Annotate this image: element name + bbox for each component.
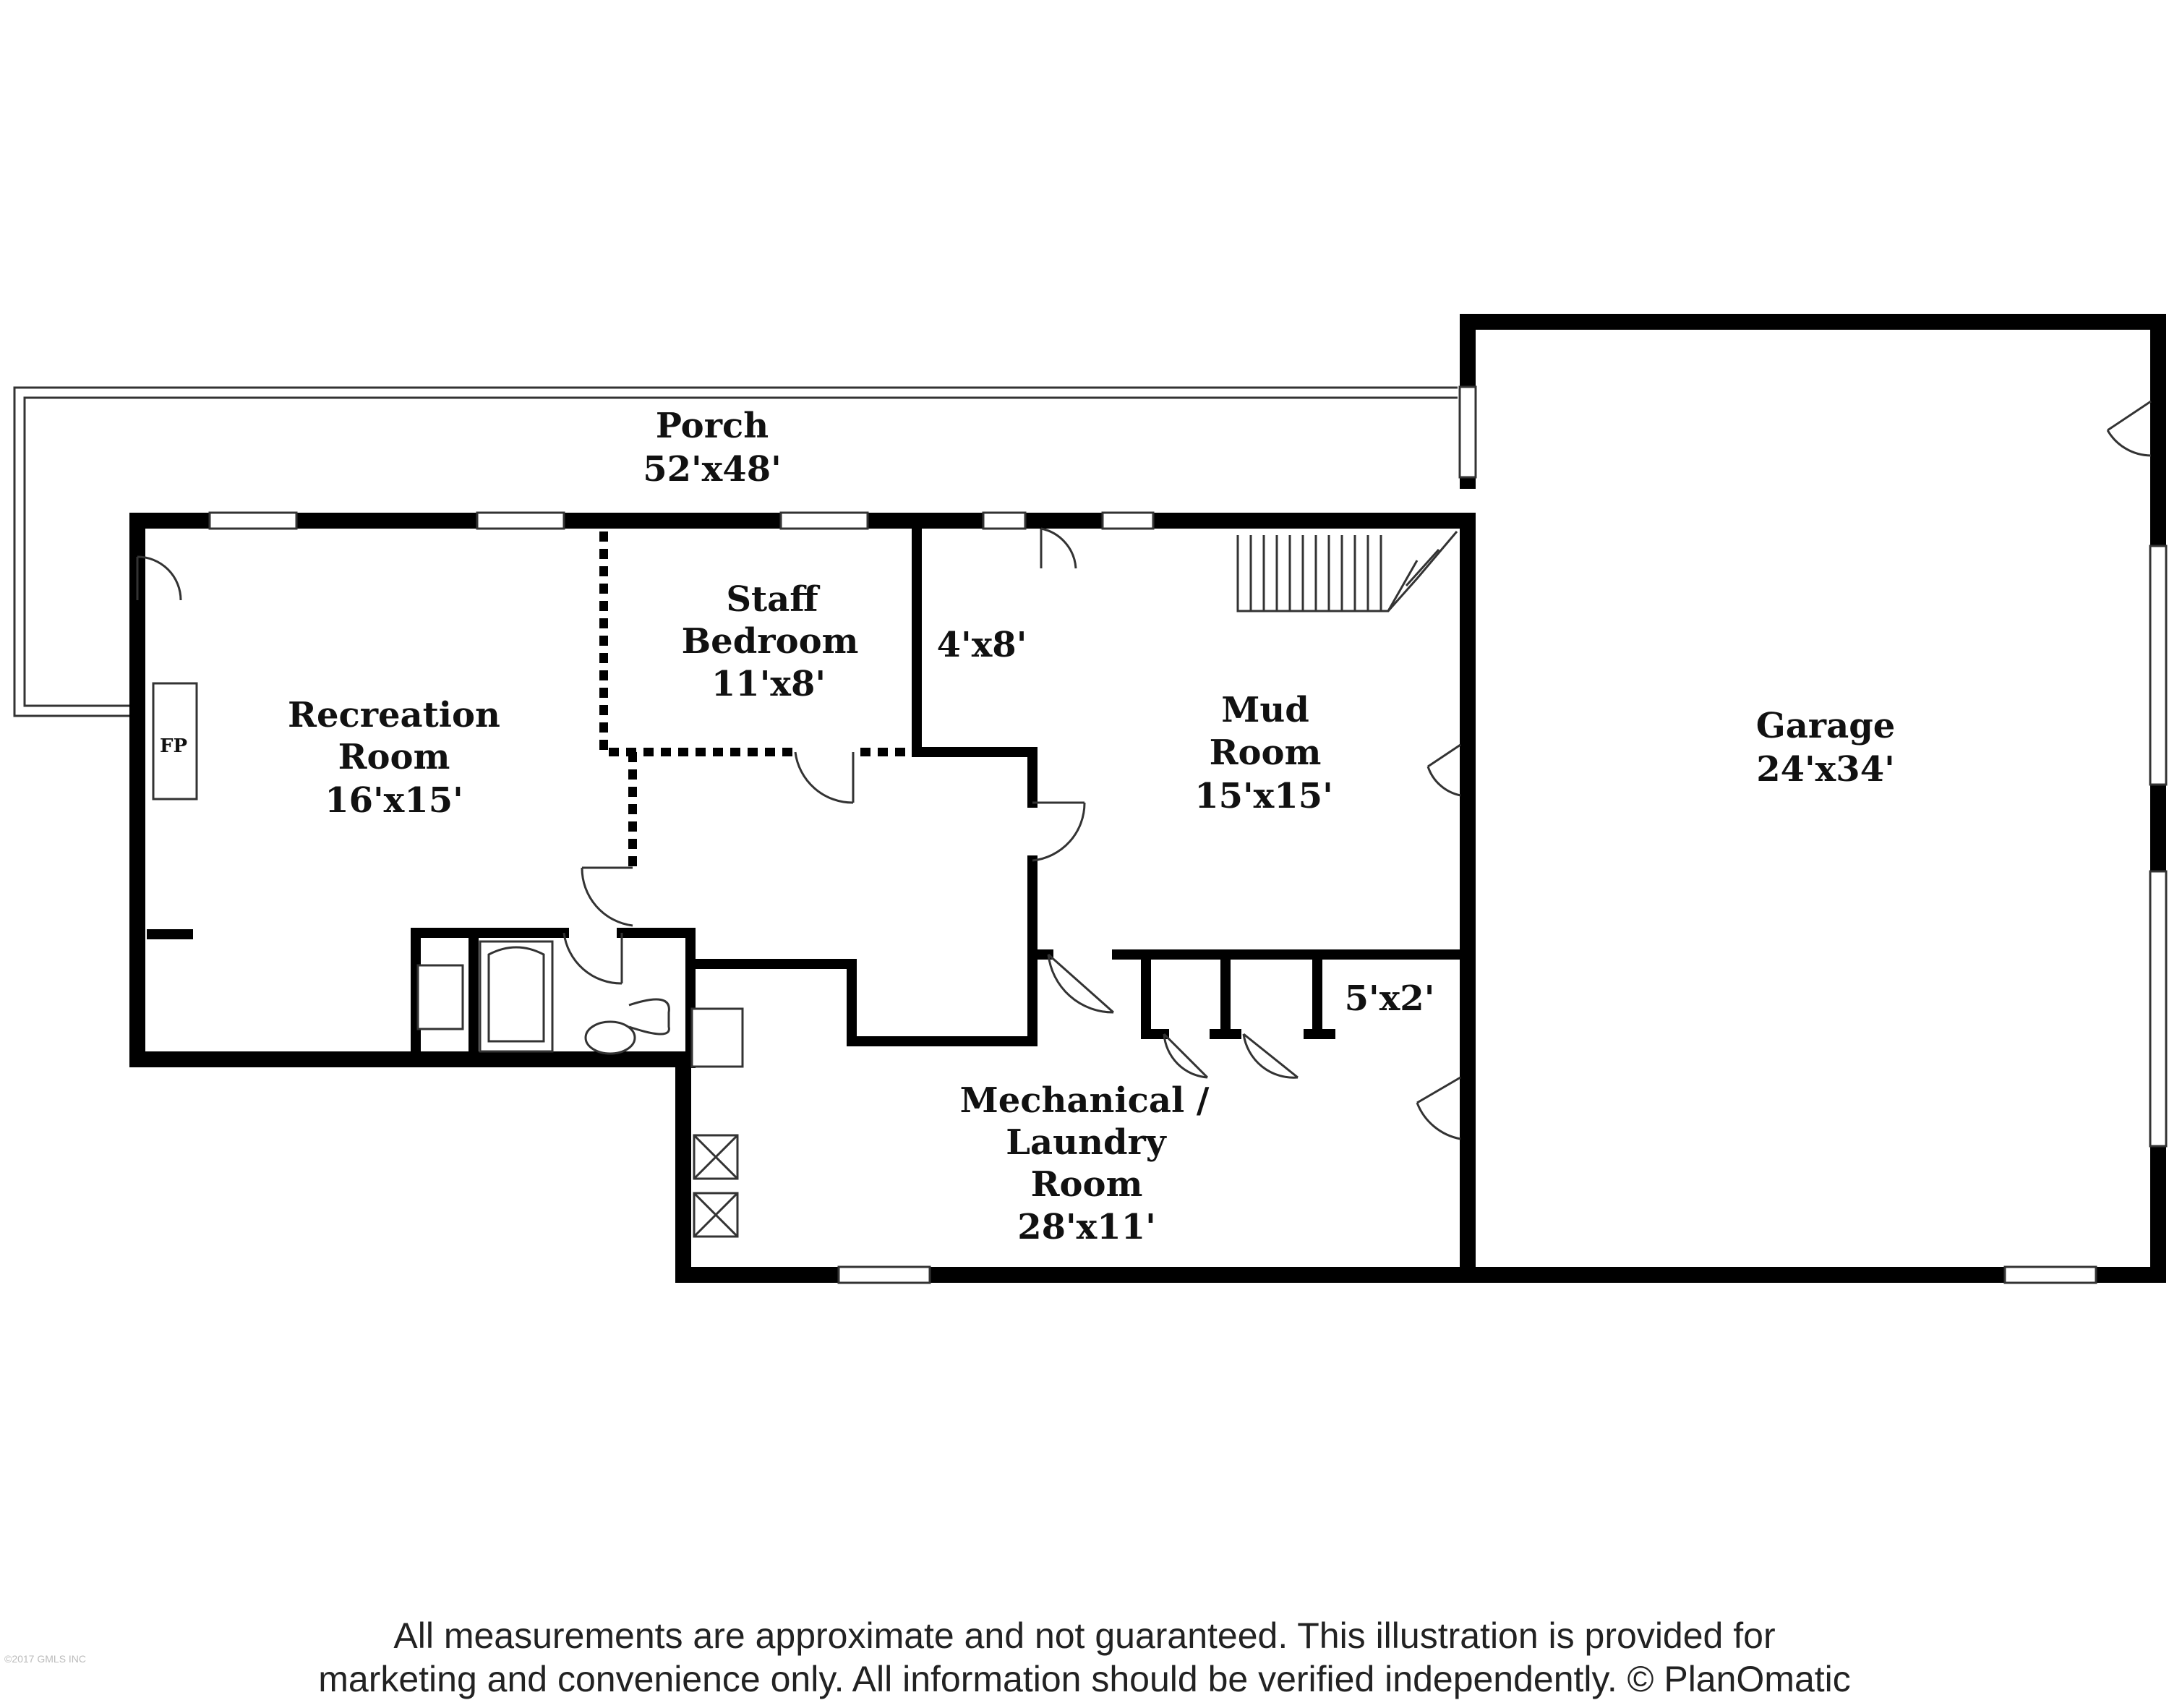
fireplace-label: FP	[160, 735, 187, 757]
disclaimer-line-2: marketing and convenience only. All info…	[318, 1659, 1851, 1699]
door-closet-2	[1242, 1033, 1299, 1079]
staff-bedroom-name-1: Staff	[726, 579, 820, 620]
recreation-room-name-1: Recreation	[288, 695, 500, 735]
dotted-partitions	[599, 531, 912, 868]
door-mech-garage	[1416, 1076, 1461, 1140]
interior-walls	[147, 523, 1466, 1068]
mechanical-name-2: Laundry	[1006, 1122, 1168, 1163]
doors	[136, 400, 2152, 1140]
door-closet-1	[1163, 1033, 1209, 1079]
staff-bedroom-size: 11'x8'	[711, 664, 826, 704]
closet-4x8-size: 4'x8'	[937, 625, 1027, 665]
windows	[208, 385, 2168, 1284]
mud-room-name-1: Mud	[1221, 690, 1309, 730]
mechanical-size: 28'x11'	[1017, 1207, 1156, 1247]
door-rec-hall	[581, 866, 633, 927]
door-entry	[1040, 527, 1077, 569]
fireplace	[152, 682, 198, 800]
door-staff-bedroom	[794, 751, 855, 804]
door-mud-hall	[1032, 801, 1086, 862]
door-mud-garage	[1426, 743, 1461, 797]
door-bath	[562, 932, 623, 985]
door-mechanical	[1047, 953, 1114, 1014]
recreation-room-name-2: Room	[338, 737, 450, 777]
mud-room-name-2: Room	[1210, 733, 1322, 773]
disclaimer-line-1: All measurements are approximate and not…	[393, 1615, 1776, 1656]
garage-name: Garage	[1756, 706, 1896, 746]
stairs	[1236, 531, 1458, 612]
copyright-watermark: ©2017 GMLS INC	[4, 1653, 87, 1665]
porch-outline	[13, 386, 1458, 717]
recreation-room-size: 16'x15'	[325, 780, 463, 821]
door-garage-exterior	[2106, 400, 2152, 457]
mechanical-name-3: Room	[1031, 1164, 1143, 1205]
bath-fixtures	[416, 940, 744, 1238]
staff-bedroom-name-2: Bedroom	[682, 621, 859, 662]
closet-5x2-size: 5'x2'	[1345, 978, 1435, 1019]
porch-name: Porch	[656, 406, 769, 446]
porch-size: 52'x48'	[643, 449, 782, 490]
garage-size: 24'x34'	[1756, 749, 1895, 790]
mechanical-name-1: Mechanical /	[960, 1080, 1210, 1121]
mud-room-size: 15'x15'	[1194, 776, 1333, 816]
door-rec-exterior	[136, 555, 182, 601]
